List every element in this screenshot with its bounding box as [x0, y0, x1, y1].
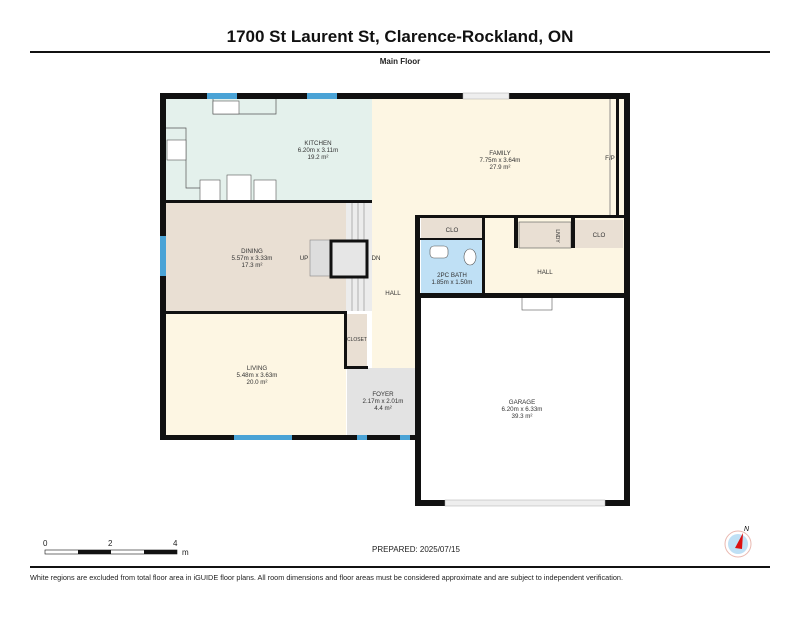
svg-text:7.75m x 3.64m: 7.75m x 3.64m [480, 157, 521, 164]
svg-text:5.48m x 3.63m: 5.48m x 3.63m [237, 372, 278, 379]
svg-text:N: N [744, 526, 750, 533]
label-clo-2: CLO [593, 232, 606, 239]
label-fp: F/P [605, 155, 615, 162]
garage-door [444, 499, 606, 507]
label-hall: HALL [385, 290, 401, 297]
label-lndy: LNDY [554, 229, 560, 243]
title-divider [30, 51, 770, 53]
stove-icon [166, 139, 187, 161]
label-up: UP [300, 255, 309, 262]
svg-text:20.0 m²: 20.0 m² [247, 379, 268, 386]
svg-text:17.3 m²: 17.3 m² [242, 262, 263, 269]
toilet-icon [463, 248, 477, 266]
svg-text:39.3 m²: 39.3 m² [512, 413, 533, 420]
svg-text:FOYER: FOYER [372, 391, 394, 398]
label-closet: CLOSET [347, 337, 367, 343]
garage-step [521, 295, 553, 311]
room-clo-1 [421, 218, 483, 239]
room-clo-2 [575, 220, 623, 248]
scale-tick-0: 0 [43, 539, 48, 548]
svg-text:LIVING: LIVING [247, 365, 267, 372]
scale-tick-4: 4 [173, 539, 178, 548]
sink-icon [212, 100, 240, 115]
bath-sink-icon [429, 245, 449, 259]
svg-text:6.20m x 3.11m: 6.20m x 3.11m [298, 147, 338, 154]
room-living [166, 314, 346, 435]
room-foyer [347, 368, 418, 435]
scale-tick-2: 2 [108, 539, 113, 548]
page-title: 1700 St Laurent St, Clarence-Rockland, O… [226, 27, 574, 46]
scale-bar [44, 549, 178, 555]
footer-divider [30, 566, 770, 568]
compass-icon: N [724, 526, 752, 558]
room-hall [372, 201, 418, 368]
svg-text:5.57m x 3.33m: 5.57m x 3.33m [232, 255, 273, 262]
svg-text:2PC BATH: 2PC BATH [437, 272, 467, 279]
label-dn: DN [372, 255, 381, 262]
prepared-date: PREPARED: 2025/07/15 [372, 545, 460, 554]
room-family [372, 99, 624, 217]
svg-text:FAMILY: FAMILY [489, 150, 511, 157]
stair-treads [309, 203, 369, 311]
label-hall-2: HALL [537, 269, 553, 276]
svg-text:27.9 m²: 27.9 m² [490, 164, 511, 171]
svg-text:KITCHEN: KITCHEN [304, 140, 331, 147]
floor-label: Main Floor [379, 57, 421, 66]
svg-text:1.85m x 1.50m: 1.85m x 1.50m [432, 279, 473, 286]
cabinet [253, 179, 277, 202]
fridge [226, 174, 252, 202]
patio-door [462, 92, 510, 100]
svg-text:GARAGE: GARAGE [509, 399, 535, 406]
scale-unit: m [182, 548, 189, 557]
svg-text:DINING: DINING [241, 248, 263, 255]
svg-text:19.2 m²: 19.2 m² [308, 154, 329, 161]
disclaimer: White regions are excluded from total fl… [30, 573, 623, 582]
room-closet [347, 314, 367, 368]
label-clo-1: CLO [446, 227, 459, 234]
svg-text:4.4 m²: 4.4 m² [374, 405, 392, 412]
windows [160, 93, 410, 440]
appliance [199, 179, 221, 202]
svg-text:6.20m x 6.33m: 6.20m x 6.33m [502, 406, 543, 413]
svg-text:2.17m x 2.01m: 2.17m x 2.01m [363, 398, 404, 405]
laundry [518, 221, 572, 249]
